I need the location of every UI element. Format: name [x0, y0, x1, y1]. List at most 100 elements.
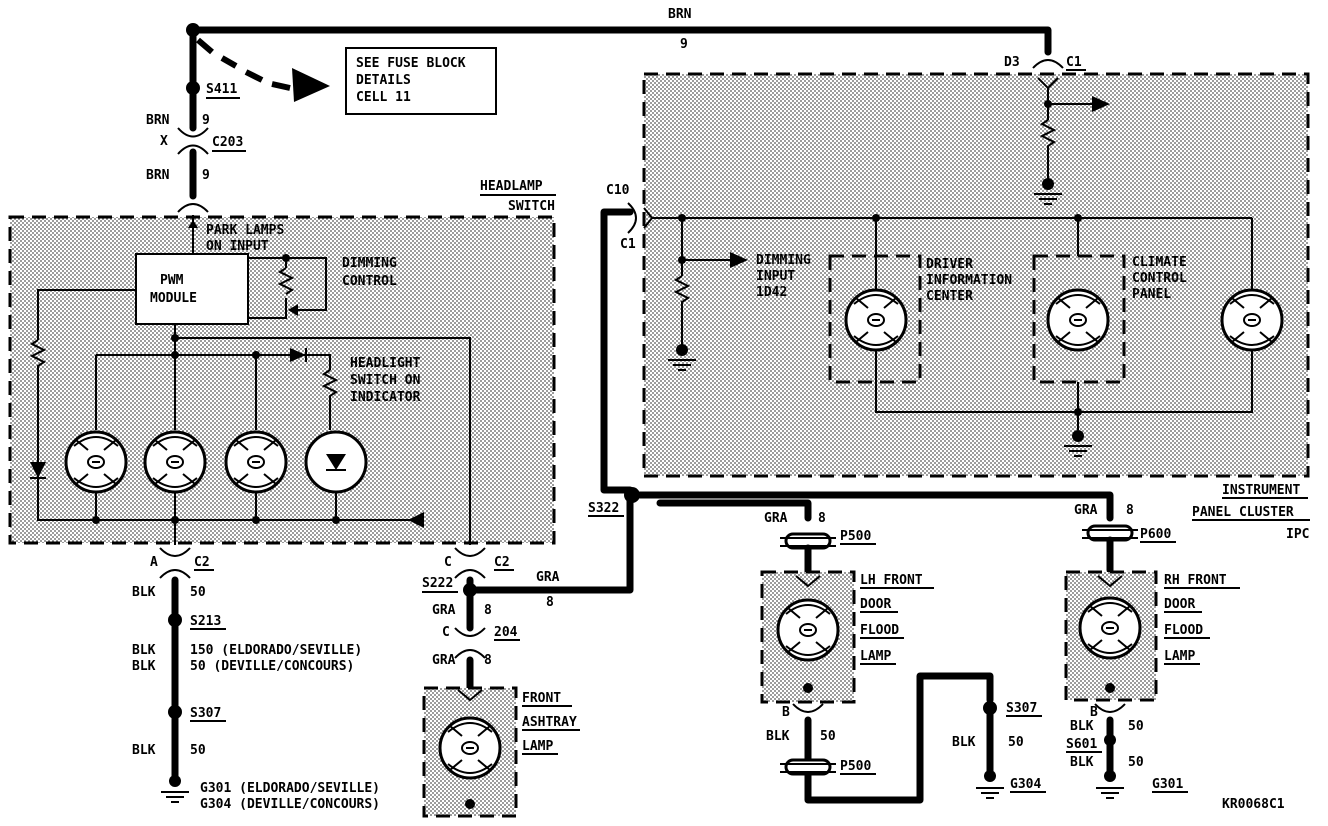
- brn-top-wire: BRN 9: [186, 7, 1052, 56]
- lh-label2: DOOR: [860, 597, 891, 612]
- ipc-c1a-label: C1: [620, 237, 636, 252]
- led-indicator-icon: [304, 430, 368, 494]
- c10-label: C10: [606, 183, 630, 198]
- c203-bot-gauge: 9: [202, 168, 210, 183]
- ipc-dic1: DRIVER: [926, 257, 973, 272]
- s411-label: S411: [206, 82, 237, 97]
- s307-right-branch: S307 BLK 50 G304: [952, 701, 1046, 799]
- headlamp-switch-label1: HEADLAMP: [480, 179, 543, 194]
- gb-w2a-color: BLK: [132, 643, 156, 658]
- gb-wire3-gauge: 50: [190, 743, 206, 758]
- rh-color: GRA: [1074, 503, 1098, 518]
- s322-splice: S322: [588, 487, 1114, 522]
- left-ground-branch: A C2 BLK 50 S213 BLK 150 (ELDORADO/SEVIL…: [132, 547, 380, 812]
- lh-lamp-icon: [776, 598, 840, 662]
- dimming-control-label2: CONTROL: [342, 274, 397, 289]
- gb-wire1-color: BLK: [132, 585, 156, 600]
- rh-door-lamp: GRA 8 P600 RH FRONT DOOR FLOOD LAMP B BL…: [1064, 503, 1240, 799]
- ashtray-label3: LAMP: [522, 739, 553, 754]
- ashtray-w1-gauge: 8: [484, 603, 492, 618]
- ground-label2: G304 (DEVILLE/CONCOURS): [200, 797, 380, 812]
- ashtray-conn-pin: C: [442, 625, 450, 640]
- fuse-block-note: SEE FUSE BLOCK DETAILS CELL 11: [196, 37, 497, 115]
- rh-ground: G301: [1152, 777, 1183, 792]
- pwm-label2: MODULE: [150, 291, 197, 306]
- switch-lamp-3-icon: [224, 430, 288, 494]
- fuse-note-line1: SEE FUSE BLOCK: [356, 56, 466, 71]
- rh-pin: B: [1090, 705, 1098, 720]
- instrument-panel-cluster: D3 C1 C10 C1 DIMMING INPUT 1D42: [600, 55, 1310, 542]
- brn-gauge: 9: [680, 37, 688, 52]
- gb-w2b: 50 (DEVILLE/CONCOURS): [190, 659, 354, 674]
- fuse-note-line2: DETAILS: [356, 73, 411, 88]
- c203-top-color: BRN: [146, 113, 170, 128]
- ipc-ccp2: CONTROL: [1132, 271, 1187, 286]
- ground-g301-icon: [160, 791, 190, 803]
- ashtray-w2-gauge: 8: [484, 653, 492, 668]
- lh-w-gauge: 50: [820, 729, 836, 744]
- ipc-right-lamp-icon: [1220, 288, 1284, 352]
- ipc-dic2: INFORMATION: [926, 273, 1012, 288]
- c203-label: C203: [212, 135, 243, 150]
- ground-g301-rh-icon: [1095, 787, 1125, 799]
- dimming-control-label1: DIMMING: [342, 256, 397, 271]
- rh-label1: RH FRONT: [1164, 573, 1227, 588]
- c203-bot-color: BRN: [146, 168, 170, 183]
- indicator-label2: SWITCH ON: [350, 373, 421, 388]
- gb-wire1-gauge: 50: [190, 585, 206, 600]
- ipc-ccp1: CLIMATE: [1132, 255, 1187, 270]
- gb-wire3-color: BLK: [132, 743, 156, 758]
- rh-w2-color: BLK: [1070, 755, 1094, 770]
- indicator-label1: HEADLIGHT: [350, 356, 421, 371]
- gb-w2b-color: BLK: [132, 659, 156, 674]
- rh-label3: FLOOD: [1164, 623, 1203, 638]
- c2-right-label: C2: [494, 555, 510, 570]
- s307b-ground: G304: [1010, 777, 1041, 792]
- c2-left-pin: A: [150, 555, 158, 570]
- lh-p500a: P500: [840, 529, 871, 544]
- s307b-gauge: 50: [1008, 735, 1024, 750]
- headlamp-switch-label2: SWITCH: [508, 199, 555, 214]
- indicator-label3: INDICATOR: [350, 390, 421, 405]
- s307-label: S307: [190, 706, 221, 721]
- lh-label3: FLOOD: [860, 623, 899, 638]
- ipc-label1: INSTRUMENT: [1222, 483, 1300, 498]
- ipc-dimming1: DIMMING: [756, 253, 811, 268]
- rh-w2-gauge: 50: [1128, 755, 1144, 770]
- ipc-label3: IPC: [1286, 527, 1309, 542]
- park-input-label1: PARK LAMPS: [206, 223, 284, 238]
- rh-gauge: 8: [1126, 503, 1134, 518]
- rh-lamp-icon: [1078, 596, 1142, 660]
- s213-label: S213: [190, 614, 221, 629]
- rh-s601: S601: [1066, 737, 1097, 752]
- c203-x: X: [160, 134, 168, 149]
- rh-label2: DOOR: [1164, 597, 1195, 612]
- ipc-dimming3: 1D42: [756, 285, 787, 300]
- ashtray-gra-gauge: 8: [546, 595, 554, 610]
- ipc-dimming2: INPUT: [756, 269, 795, 284]
- lh-door-lamp: GRA 8 P500 LH FRONT DOOR FLOOD LAMP B BL…: [760, 511, 994, 804]
- ashtray-w1-color: GRA: [432, 603, 456, 618]
- ashtray-label2: ASHTRAY: [522, 715, 577, 730]
- figure-id: KR0068C1: [1222, 797, 1285, 812]
- brn-label: BRN: [668, 7, 692, 22]
- switch-lamp-2-icon: [143, 430, 207, 494]
- lh-pin: B: [782, 705, 790, 720]
- ashtray-branch: C C2 S222 GRA 8 GRA 8 C 204 GRA 8 FRONT …: [422, 491, 634, 818]
- s322-label: S322: [588, 501, 619, 516]
- c2-left-label: C2: [194, 555, 210, 570]
- dic-lamp-icon: [844, 288, 908, 352]
- pwm-label1: PWM: [160, 273, 184, 288]
- s307b-color: BLK: [952, 735, 976, 750]
- rh-w1-color: BLK: [1070, 719, 1094, 734]
- headlamp-switch: HEADLAMP SWITCH PARK LAMPS ON INPUT PWM …: [8, 179, 556, 545]
- fuse-note-line3: CELL 11: [356, 90, 411, 105]
- s222-label: S222: [422, 576, 453, 591]
- ipc-c1b-label: C1: [1066, 55, 1082, 70]
- lh-gauge: 8: [818, 511, 826, 526]
- lh-label1: LH FRONT: [860, 573, 923, 588]
- switch-lamp-1-icon: [64, 430, 128, 494]
- lh-color: GRA: [764, 511, 788, 526]
- s307b-label: S307: [1006, 701, 1037, 716]
